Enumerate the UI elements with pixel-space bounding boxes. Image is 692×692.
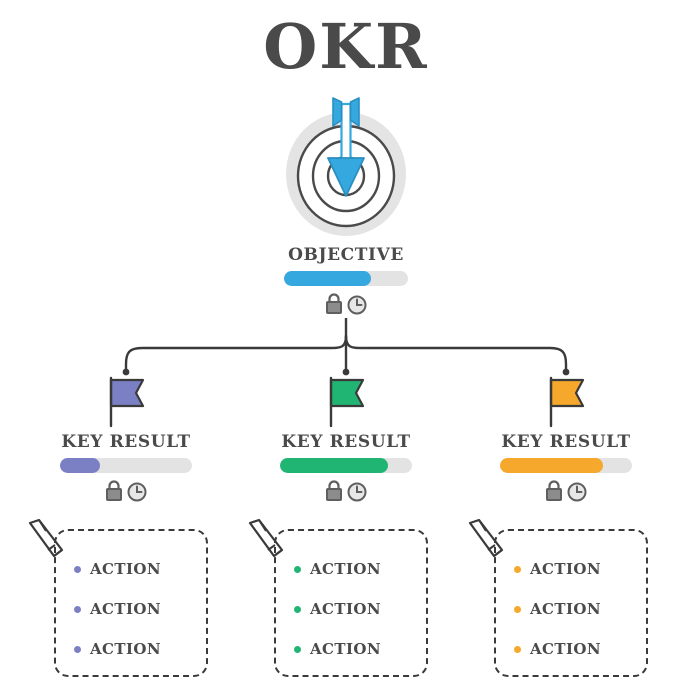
clock-icon: [127, 482, 147, 502]
bullet-icon: [294, 645, 301, 653]
objective-label: OBJECTIVE: [288, 245, 404, 265]
action-label: ACTION: [90, 600, 161, 618]
bullet-icon: [514, 645, 521, 653]
lock-icon: [326, 480, 342, 501]
action-label: ACTION: [530, 600, 601, 618]
bullet-icon: [294, 605, 301, 613]
action-label: ACTION: [530, 560, 601, 578]
list-item[interactable]: ACTION: [74, 549, 206, 589]
objective-block: OBJECTIVE: [236, 96, 456, 316]
bullet-icon: [74, 605, 81, 613]
key-result-meta-icons: [456, 479, 676, 503]
action-label: ACTION: [90, 640, 161, 658]
list-item[interactable]: ACTION: [294, 589, 426, 629]
flag-icon: [236, 376, 456, 434]
action-list: ACTION ACTION ACTION: [54, 529, 208, 677]
lock-icon: [546, 480, 562, 501]
objective-meta-icons: [236, 292, 456, 316]
key-result-meta-icons: [236, 479, 456, 503]
key-result-progress-fill: [60, 458, 100, 473]
key-result-label: KEY RESULT: [61, 432, 191, 452]
flag-icon: [456, 376, 676, 434]
bullet-icon: [74, 565, 81, 573]
clock-icon: [347, 482, 367, 502]
key-result-label: KEY RESULT: [281, 432, 411, 452]
action-area: ACTION ACTION ACTION: [456, 517, 676, 692]
action-label: ACTION: [530, 640, 601, 658]
list-item[interactable]: ACTION: [74, 589, 206, 629]
lock-icon: [326, 293, 342, 314]
key-result-progress-fill: [500, 458, 603, 473]
action-label: ACTION: [310, 560, 381, 578]
bullet-icon: [514, 565, 521, 573]
key-result-progress-bar[interactable]: [60, 458, 192, 473]
branch-connector: [0, 316, 692, 384]
objective-progress-bar[interactable]: [284, 271, 408, 286]
action-label: ACTION: [90, 560, 161, 578]
bullet-icon: [294, 565, 301, 573]
action-label: ACTION: [310, 640, 381, 658]
list-item[interactable]: ACTION: [74, 629, 206, 669]
key-result-progress-bar[interactable]: [280, 458, 412, 473]
action-area: ACTION ACTION ACTION: [16, 517, 236, 692]
key-result-column-1: KEY RESULT: [16, 376, 236, 692]
list-item[interactable]: ACTION: [514, 549, 646, 589]
action-list: ACTION ACTION ACTION: [274, 529, 428, 677]
page-title: OKR: [263, 10, 429, 83]
list-item[interactable]: ACTION: [514, 629, 646, 669]
arrow-down-icon: [327, 97, 365, 197]
bullet-icon: [514, 605, 521, 613]
key-result-progress-bar[interactable]: [500, 458, 632, 473]
lock-icon: [106, 480, 122, 501]
bullet-icon: [74, 645, 81, 653]
action-list: ACTION ACTION ACTION: [494, 529, 648, 677]
action-label: ACTION: [310, 600, 381, 618]
clock-icon: [347, 295, 367, 315]
flag-icon: [16, 376, 236, 434]
objective-progress-fill: [284, 271, 371, 286]
key-result-meta-icons: [16, 479, 236, 503]
key-result-column-3: KEY RESULT: [456, 376, 676, 692]
clock-icon: [567, 482, 587, 502]
key-result-progress-fill: [280, 458, 389, 473]
action-area: ACTION ACTION ACTION: [236, 517, 456, 692]
key-result-column-2: KEY RESULT: [236, 376, 456, 692]
list-item[interactable]: ACTION: [514, 589, 646, 629]
key-result-label: KEY RESULT: [501, 432, 631, 452]
list-item[interactable]: ACTION: [294, 629, 426, 669]
list-item[interactable]: ACTION: [294, 549, 426, 589]
target-icon: [236, 96, 456, 241]
